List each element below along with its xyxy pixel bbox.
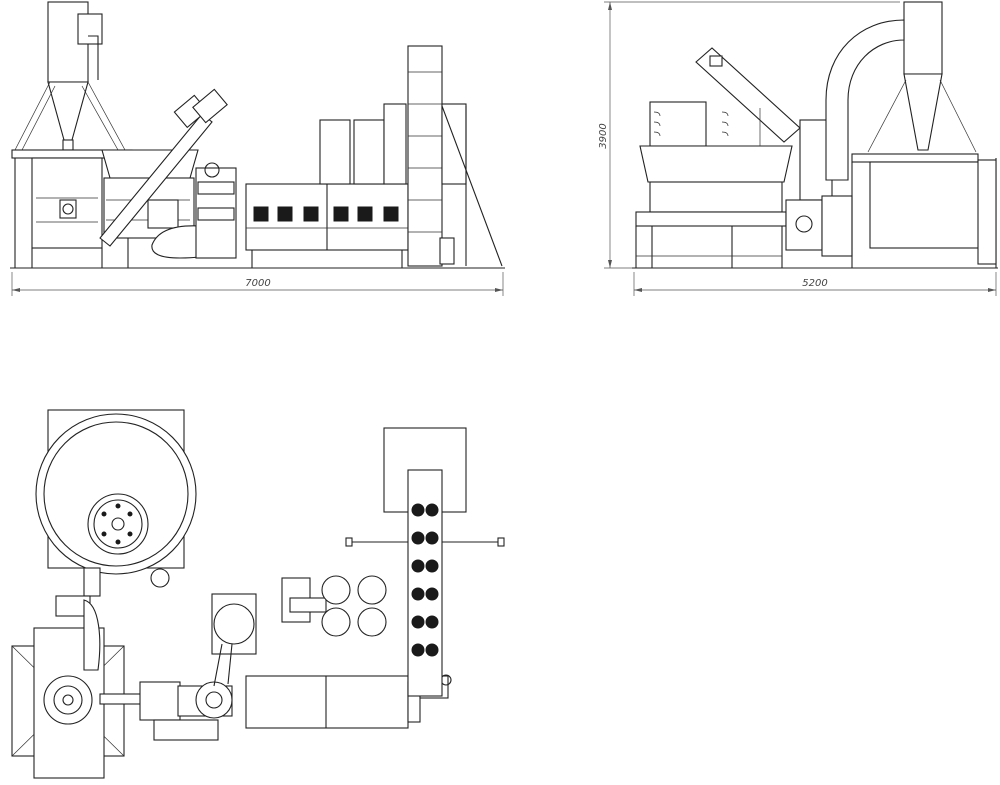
dryer-sections-front — [245, 183, 409, 268]
elevator-plan — [345, 427, 505, 697]
screw-conveyor-front — [99, 88, 228, 247]
side-view: 5200 3900 — [598, 1, 998, 296]
cyclone-side — [825, 1, 977, 181]
cyclone-front — [14, 1, 126, 151]
blower-front — [147, 162, 237, 259]
front-view: 7000 — [10, 1, 505, 296]
dimension-label-7000: 7000 — [245, 278, 270, 289]
dimension-front-length: 7000 — [11, 272, 504, 296]
dimension-label-5200: 5200 — [802, 278, 827, 289]
hopper-plan — [11, 595, 125, 779]
silos-front — [319, 103, 407, 185]
silos-plan — [281, 575, 387, 637]
machine-side — [785, 119, 853, 257]
incline-conveyor-side — [695, 47, 801, 146]
hopper-bin-front — [11, 149, 133, 268]
plan-view — [11, 409, 505, 779]
elevator-front — [407, 45, 503, 267]
bin-side — [851, 153, 997, 268]
conveyor-plan — [99, 593, 257, 741]
hopper-side — [635, 101, 793, 268]
dimension-label-3900: 3900 — [598, 123, 609, 148]
dimension-side-width: 5200 — [633, 272, 997, 296]
drum-plan — [35, 409, 197, 597]
dimension-side-height: 3900 — [598, 1, 900, 269]
